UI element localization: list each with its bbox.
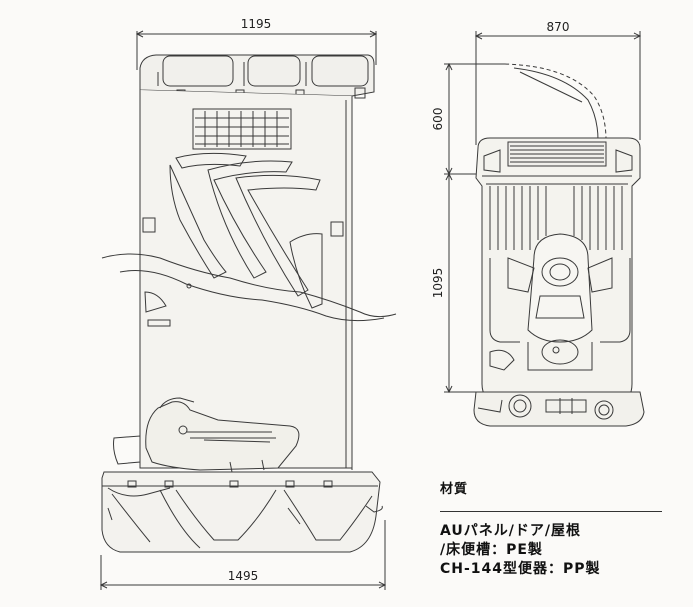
materials-line: AUパネル/ドア/屋根 xyxy=(440,523,581,539)
dim-label-1095: 1095 xyxy=(431,268,445,299)
toilet-bowl xyxy=(113,397,300,473)
dimension-line-1195 xyxy=(135,30,378,70)
tank-base xyxy=(101,471,383,553)
dimension-line-1495 xyxy=(99,520,387,590)
dimension-line-vertical xyxy=(444,62,505,394)
materials-divider xyxy=(440,511,662,512)
materials-line: /床便槽：PE製 xyxy=(440,542,543,558)
side-view xyxy=(99,30,397,590)
vent-grille xyxy=(195,111,289,147)
dim-label-870: 870 xyxy=(547,20,570,34)
roof xyxy=(139,54,375,99)
embossed-pattern xyxy=(169,152,323,309)
plan-view xyxy=(444,31,645,427)
dim-label-1495: 1495 xyxy=(228,569,259,583)
dim-label-600: 600 xyxy=(431,108,445,131)
side-panel xyxy=(101,90,397,473)
plan-tank xyxy=(473,391,645,427)
door-swing xyxy=(504,63,607,141)
plan-ribs xyxy=(489,186,623,250)
plan-bowl xyxy=(489,233,613,371)
dimension-line-870 xyxy=(474,31,642,145)
dim-label-1195: 1195 xyxy=(241,17,272,31)
materials-block: 材質 AUパネル/ドア/屋根 /床便槽：PE製 CH-144型便器：PP製 xyxy=(440,478,665,579)
materials-line: CH-144型便器：PP製 xyxy=(440,561,601,577)
materials-heading: 材質 xyxy=(440,482,469,497)
